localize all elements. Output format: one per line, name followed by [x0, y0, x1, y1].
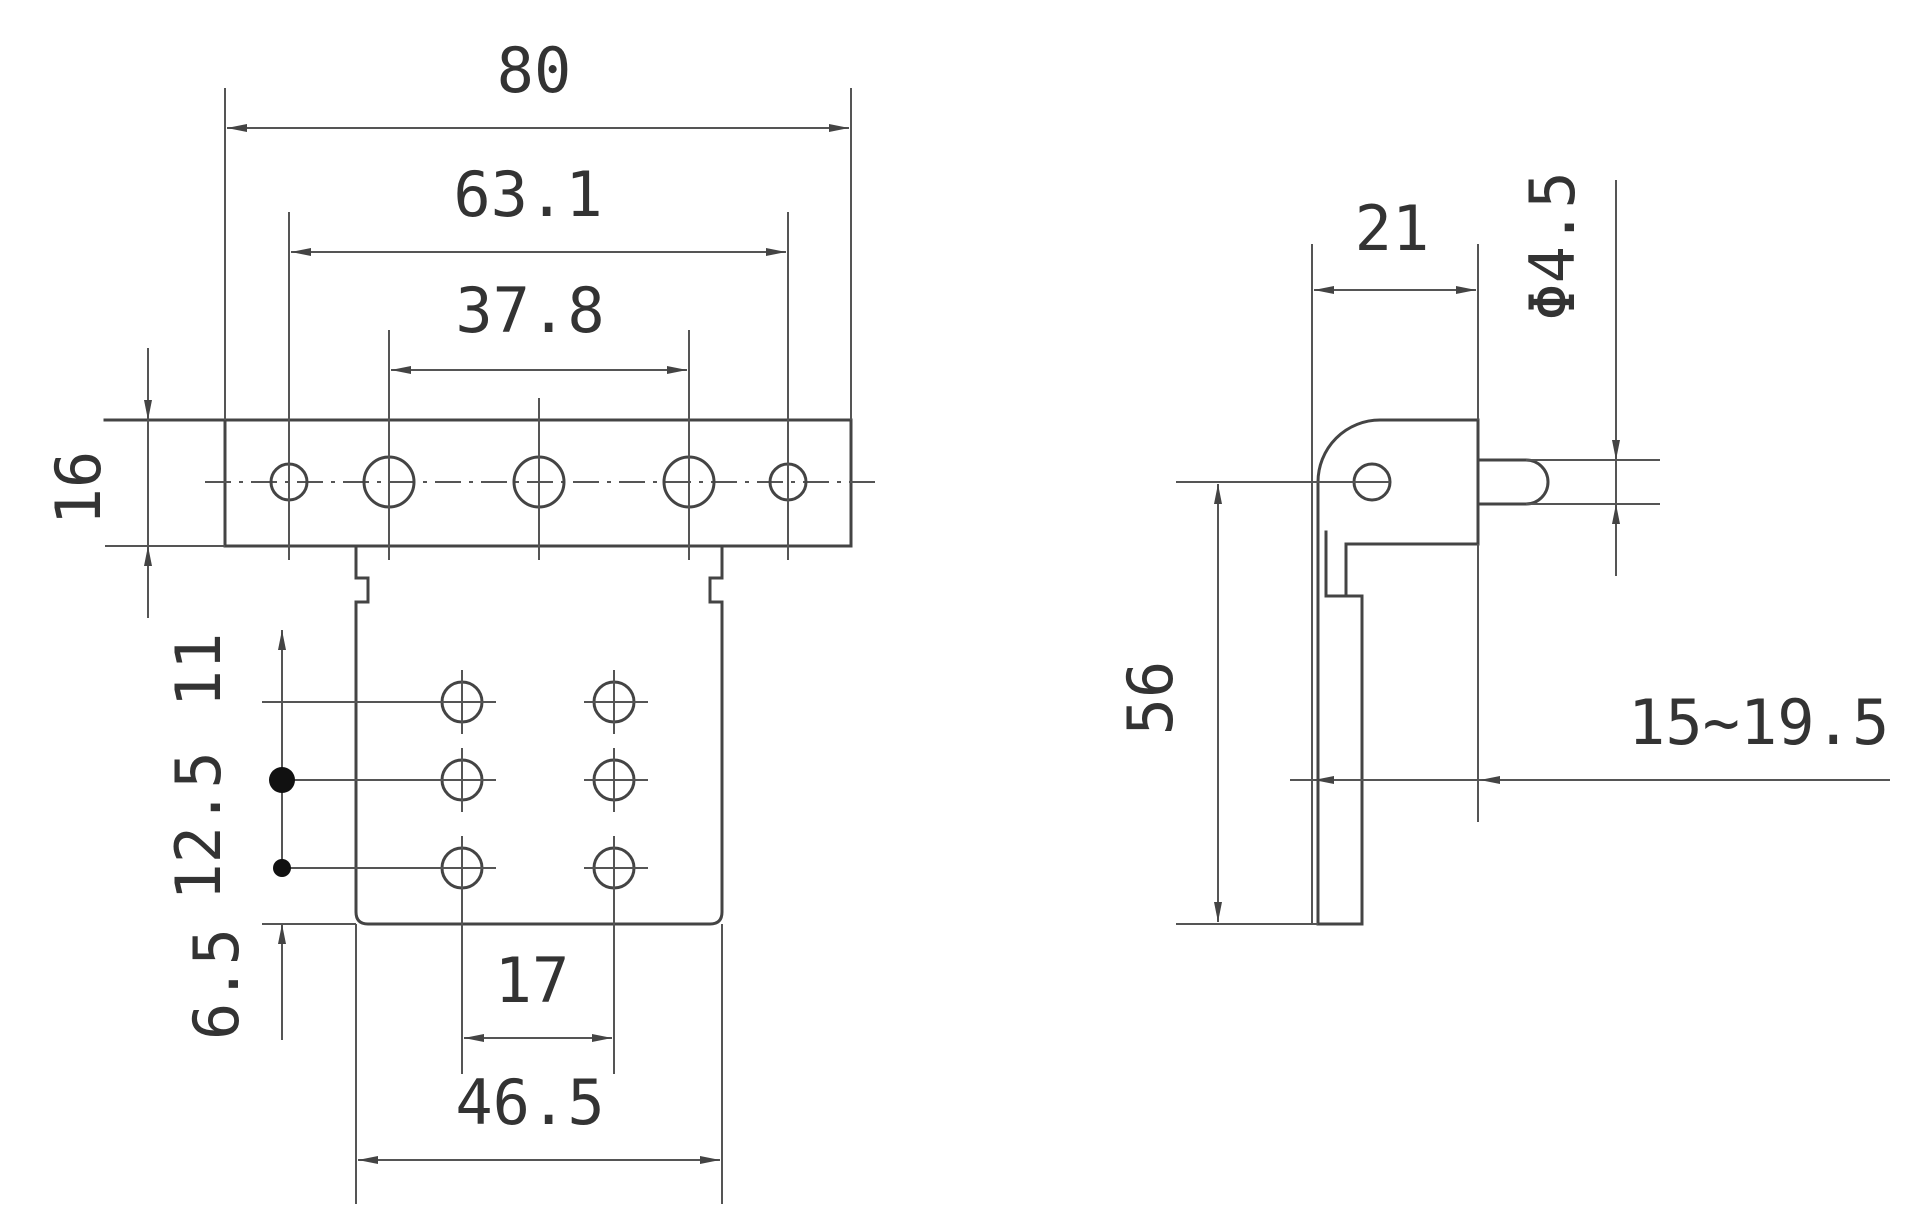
dimension-pin-column-spacing: 17	[495, 944, 570, 1017]
pin	[584, 836, 648, 900]
dimension-overall-width: 80	[497, 34, 572, 107]
front-view: 80 63.1 37.8 16 11 12.5 6.5 17 46.5	[42, 34, 875, 1204]
dimension-mounting-range: 15~19.5	[1628, 686, 1889, 759]
dimension-pin-bottom-offset: 6.5	[180, 928, 253, 1040]
relay-body-outline	[354, 544, 724, 926]
dimension-height: 56	[1114, 661, 1187, 736]
flange-holes	[269, 212, 808, 560]
dimension-outer-hole-spacing: 63.1	[453, 158, 602, 231]
latch-detail	[1324, 530, 1348, 598]
dimension-depth: 21	[1355, 192, 1430, 265]
dimension-body-width: 46.5	[455, 1066, 604, 1139]
clip-tab	[1476, 458, 1550, 506]
terminal-pins	[436, 670, 648, 900]
pin	[584, 748, 648, 812]
dimension-dot-large	[269, 767, 295, 793]
side-view: 21 Φ4.5 56 15~19.5	[1114, 171, 1890, 926]
dimension-pin-row-pitch-mid: 12.5	[162, 751, 235, 900]
pin	[584, 670, 648, 734]
dimension-inner-hole-spacing: 37.8	[455, 274, 604, 347]
dimension-pin-row-pitch-top: 11	[162, 633, 235, 708]
dimension-flange-height: 16	[42, 451, 115, 526]
dimension-hole-diameter: Φ4.5	[1516, 171, 1589, 320]
housing-outline	[1316, 418, 1480, 926]
dimension-dot-small	[273, 859, 291, 877]
